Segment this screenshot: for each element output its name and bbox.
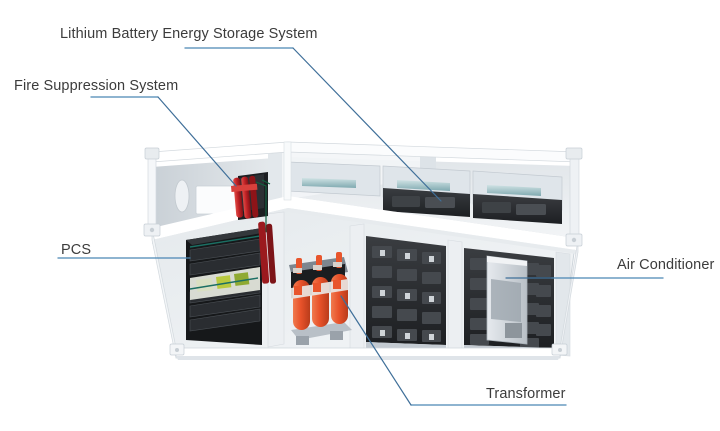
leader-transformer-diagonal	[340, 295, 412, 406]
leader-lines	[57, 47, 664, 406]
label-air-conditioner: Air Conditioner	[617, 257, 715, 273]
fire-suppression-cylinders	[231, 175, 277, 284]
label-pcs: PCS	[61, 242, 92, 258]
battery-rack-bay-3	[366, 236, 446, 352]
air-conditioner-unit	[486, 255, 528, 345]
label-transformer: Transformer	[486, 386, 566, 402]
label-lithium-battery-energy-storage-system: Lithium Battery Energy Storage System	[60, 26, 318, 42]
lower-compartments	[267, 211, 571, 357]
leader-lithium-diagonal	[292, 47, 442, 202]
label-fire-suppression-system: Fire Suppression System	[14, 78, 179, 94]
battery-rack-tops	[287, 161, 563, 224]
container-frame	[143, 141, 583, 360]
transformer-unit	[289, 252, 352, 345]
leader-fire-diagonal	[157, 96, 237, 187]
